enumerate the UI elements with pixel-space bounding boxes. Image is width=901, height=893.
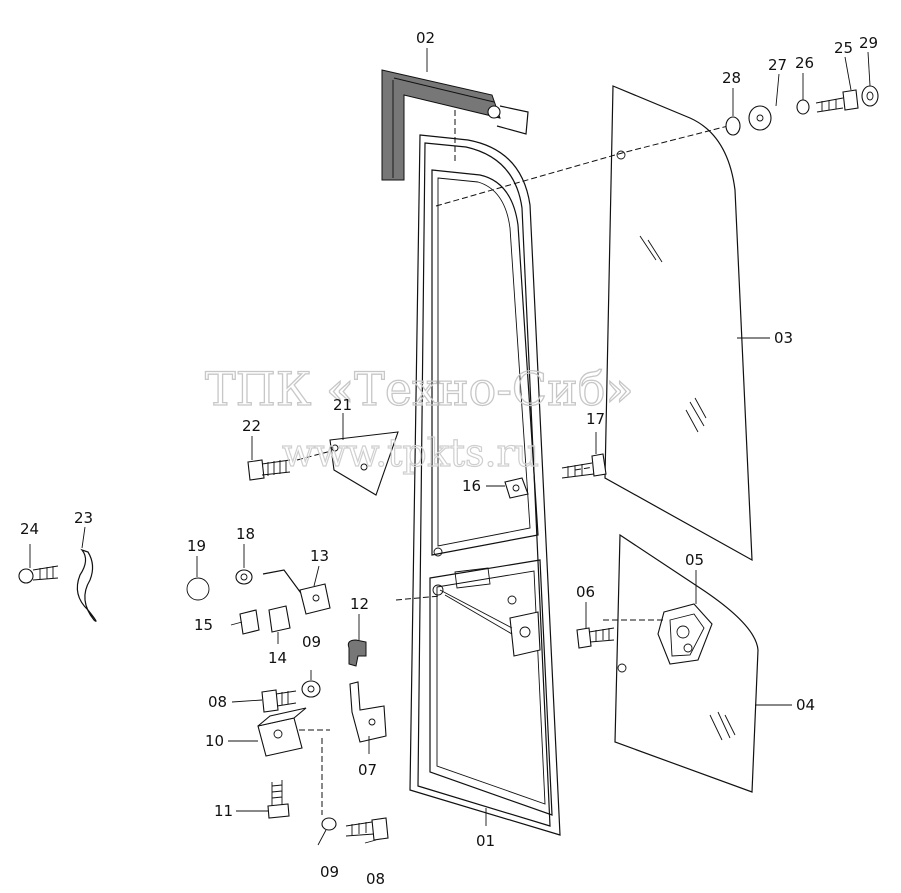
callout-28: 28 xyxy=(722,69,741,87)
callout-21: 21 xyxy=(333,396,352,414)
door-frame xyxy=(409,134,561,836)
callout-16: 16 xyxy=(462,477,481,495)
callout-18: 18 xyxy=(236,525,255,543)
bolt-11 xyxy=(267,780,290,819)
callout-03: 03 xyxy=(774,329,793,347)
callout-22: 22 xyxy=(242,417,261,435)
elbow-12 xyxy=(347,639,367,667)
bracket-07 xyxy=(349,681,387,743)
callout-13: 13 xyxy=(310,547,329,565)
callout-29: 29 xyxy=(859,34,878,52)
plate-14 xyxy=(268,605,291,633)
callout-06: 06 xyxy=(576,583,595,601)
block-10 xyxy=(257,707,307,757)
callout-05: 05 xyxy=(685,551,704,569)
washer-09-lower xyxy=(321,817,337,831)
cap-19 xyxy=(186,577,210,601)
upper-glass xyxy=(604,85,753,562)
nut-plate xyxy=(504,477,529,499)
callout-27: 27 xyxy=(768,56,787,74)
washer-18 xyxy=(235,569,253,585)
assembly-lines xyxy=(290,110,729,815)
bolt-08-upper xyxy=(261,689,297,713)
callout-14: 14 xyxy=(268,649,287,667)
bolt-25 xyxy=(815,89,859,113)
callout-labels: 02 28 27 26 25 29 03 17 21 22 16 23 24 1… xyxy=(20,29,878,888)
washer-26 xyxy=(796,99,810,115)
callout-19: 19 xyxy=(187,537,206,555)
bracket-plate xyxy=(329,431,399,496)
callout-11: 11 xyxy=(214,802,233,820)
callout-08-lower: 08 xyxy=(366,870,385,888)
callout-10: 10 xyxy=(205,732,224,750)
nut-29 xyxy=(861,85,879,107)
bolt-06 xyxy=(576,627,615,649)
callout-04: 04 xyxy=(796,696,815,714)
watermark-company: ТПК «Техно-Сиб» xyxy=(205,362,634,416)
washer-28 xyxy=(725,116,741,136)
callout-15: 15 xyxy=(194,616,213,634)
latch-assembly xyxy=(657,603,713,665)
callout-07: 07 xyxy=(358,761,377,779)
callout-12: 12 xyxy=(350,595,369,613)
rod-13 xyxy=(262,569,331,615)
leader-lines xyxy=(29,48,871,846)
bolt-08-lower xyxy=(345,817,389,841)
washer-09-upper xyxy=(301,680,321,698)
lower-glass xyxy=(614,533,759,793)
washer-27 xyxy=(748,105,772,131)
callout-08-upper: 08 xyxy=(208,693,227,711)
callout-17: 17 xyxy=(586,410,605,428)
callout-25: 25 xyxy=(834,39,853,57)
seal-strip xyxy=(381,69,529,181)
bolt-17 xyxy=(561,453,607,479)
callout-23: 23 xyxy=(74,509,93,527)
callout-26: 26 xyxy=(795,54,814,72)
callout-09-lower: 09 xyxy=(320,863,339,881)
plate-15 xyxy=(239,609,260,635)
callout-01: 01 xyxy=(476,832,495,850)
bolt-22 xyxy=(247,459,291,481)
grab-handle xyxy=(76,548,97,622)
callout-09-upper: 09 xyxy=(302,633,321,651)
callout-24: 24 xyxy=(20,520,39,538)
screw-24 xyxy=(18,565,59,584)
callout-02: 02 xyxy=(416,29,435,47)
watermark-url: www.tpkts.ru xyxy=(282,431,539,475)
